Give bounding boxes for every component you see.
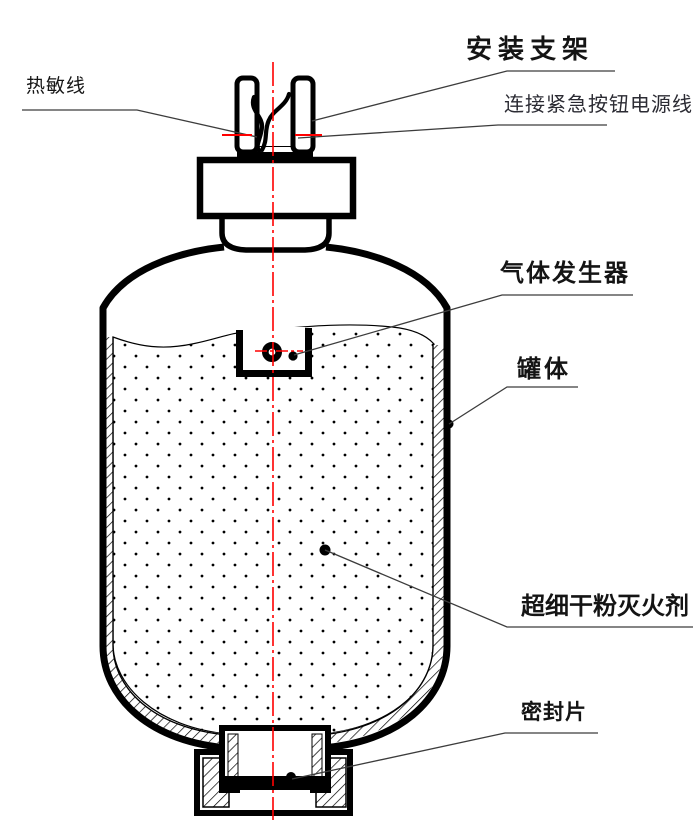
leader-mounting-bracket — [311, 70, 615, 122]
leader-emergency-cable — [297, 124, 607, 139]
label-powder-agent: 超细干粉灭火剂 — [521, 594, 689, 620]
igniter-ring — [261, 341, 282, 362]
tank-neck — [219, 209, 332, 253]
leader-gas-generator — [293, 294, 633, 356]
label-emergency-button-power-cable: 连接紧急按钮电源线 — [504, 94, 693, 116]
mounting-bracket-drawing — [234, 75, 316, 159]
tank-wall-hatching — [103, 337, 444, 744]
leader-lines — [22, 70, 693, 780]
leader-tank-body — [448, 386, 578, 425]
valve-cap — [196, 156, 357, 220]
gas-generator-pointer-dot — [288, 351, 298, 361]
sealing-disc-drawing — [222, 776, 328, 790]
leader-sealing-disc — [291, 732, 598, 780]
seal-pointer-dot — [286, 772, 296, 782]
leader-thermal-wire — [22, 109, 258, 138]
label-gas-generator: 气体发生器 — [500, 261, 630, 287]
thermal-wires — [250, 91, 292, 154]
label-sealing-disc: 密封片 — [521, 700, 587, 724]
center-line-group — [222, 62, 322, 820]
label-thermal-wire: 热敏线 — [26, 76, 87, 97]
leader-powder-agent — [324, 549, 693, 628]
label-mounting-bracket: 安装支架 — [466, 35, 595, 64]
label-tank-body: 罐体 — [517, 357, 571, 383]
